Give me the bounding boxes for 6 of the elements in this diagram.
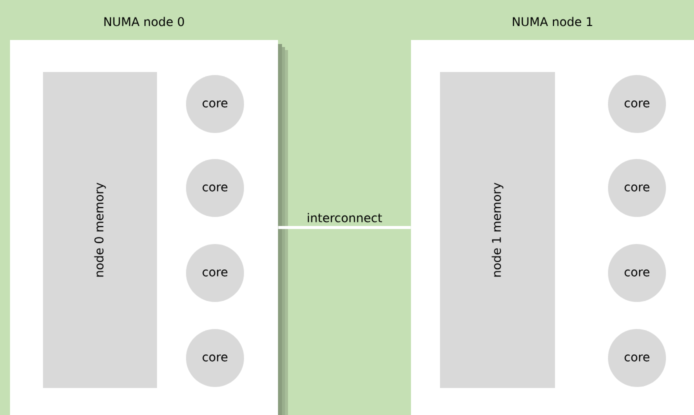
memory-block: node 1 memory bbox=[440, 72, 555, 388]
edge-label: interconnect bbox=[304, 211, 384, 224]
memory-block: node 0 memory bbox=[43, 72, 157, 388]
connector-line bbox=[278, 226, 411, 229]
node-label: NUMA node 1 bbox=[512, 16, 592, 26]
node-label: NUMA node 0 bbox=[104, 16, 184, 26]
